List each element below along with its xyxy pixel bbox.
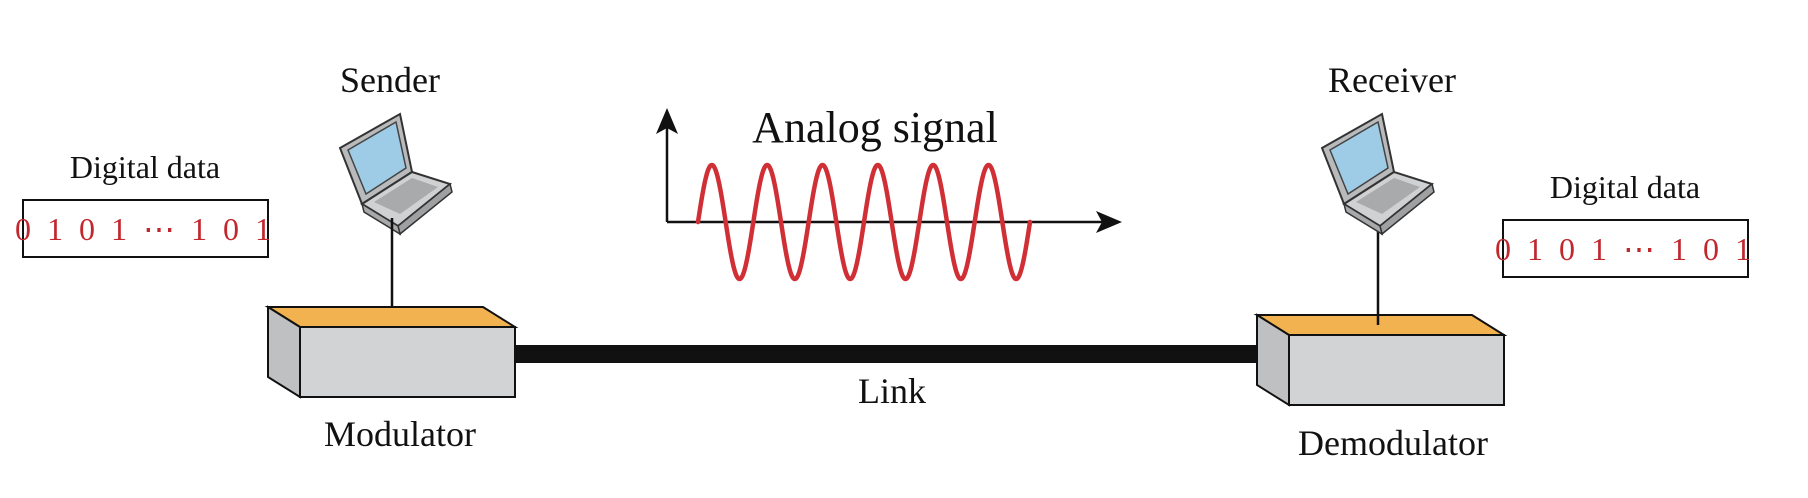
digital-data-right-caption: Digital data: [1550, 169, 1700, 205]
link-label: Link: [858, 371, 926, 411]
digital-data-right-box: [1502, 219, 1749, 278]
link-cable: [515, 345, 1272, 363]
demodulator-label: Demodulator: [1298, 423, 1488, 463]
digital-data-left-caption: Digital data: [70, 149, 220, 185]
modulator-box: [264, 305, 519, 399]
laptop-receiver-icon: [1320, 112, 1435, 236]
digital-data-right-bits: 0 1 0 1 ⋯ 1 0 1: [1495, 231, 1755, 267]
laptop-sender-icon: [338, 112, 453, 236]
modulator-label: Modulator: [324, 414, 476, 454]
sender-label: Sender: [340, 60, 440, 100]
analog-signal-label: Analog signal: [752, 103, 998, 152]
demodulator-box: [1253, 313, 1508, 407]
analog-signal-wave: [695, 162, 1033, 282]
digital-data-left-box: [22, 199, 269, 258]
digital-data-left-bits: 0 1 0 1 ⋯ 1 0 1: [15, 211, 275, 247]
receiver-label: Receiver: [1328, 60, 1456, 100]
